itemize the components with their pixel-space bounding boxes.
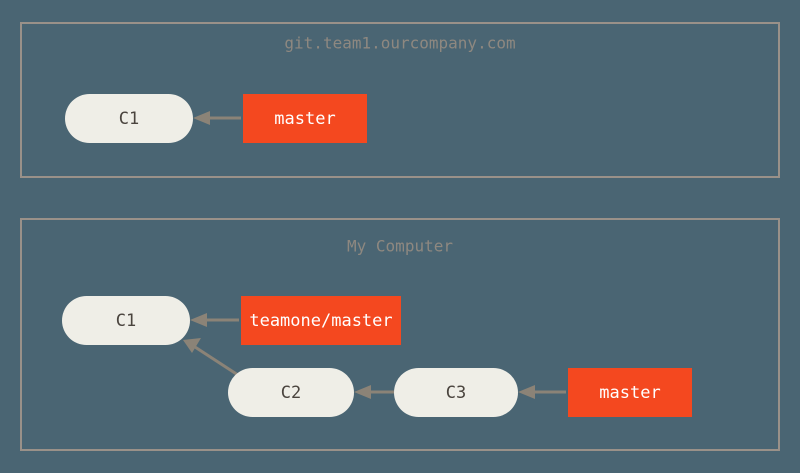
commit-node-bottom-c3[interactable]: C3	[394, 368, 518, 417]
local-computer-panel-border	[20, 218, 780, 451]
branch-label-top-master[interactable]: master	[243, 94, 367, 143]
edge-teamone-master-to-c1-arrowhead	[190, 313, 207, 327]
commit-node-top-c1[interactable]: C1	[65, 94, 193, 143]
edge-c3-to-c2-arrowhead	[354, 385, 371, 399]
edge-bottom-master-to-c3-arrowhead	[518, 385, 535, 399]
remote-server-panel-border	[20, 22, 780, 178]
edge-c3-to-c2	[354, 385, 394, 399]
branch-label-bottom-master-text: master	[599, 383, 660, 403]
local-computer-panel-title: My Computer	[347, 237, 453, 256]
branch-label-top-master-shape	[243, 94, 367, 143]
edge-c2-to-c1-arrowhead	[183, 338, 201, 353]
remote-server-panel-title: git.team1.ourcompany.com	[284, 34, 515, 53]
branch-label-teamone-master-shape	[241, 296, 401, 345]
edge-top-master-to-c1-arrowhead	[193, 111, 210, 125]
branch-label-top-master-text: master	[274, 109, 335, 129]
branch-label-bottom-master-shape	[568, 368, 692, 417]
commit-node-bottom-c3-shape	[394, 368, 518, 417]
commit-node-bottom-c2-shape	[228, 368, 354, 417]
branch-label-teamone-master-text: teamone/master	[249, 311, 392, 331]
commit-node-top-c1-shape	[65, 94, 193, 143]
branch-label-teamone-master[interactable]: teamone/master	[241, 296, 401, 345]
branch-label-bottom-master[interactable]: master	[568, 368, 692, 417]
commit-node-bottom-c1[interactable]: C1	[62, 296, 190, 345]
edge-top-master-to-c1	[193, 111, 241, 125]
remote-server-panel: git.team1.ourcompany.com C1 master	[20, 22, 780, 178]
commit-node-bottom-c3-label: C3	[446, 383, 466, 403]
local-computer-panel: My Computer C1 teamone/master	[20, 218, 780, 451]
commit-node-bottom-c1-label: C1	[116, 311, 136, 331]
edge-teamone-master-to-c1	[190, 313, 239, 327]
edge-bottom-master-to-c3	[518, 385, 566, 399]
edge-c2-to-c1	[183, 338, 239, 377]
commit-node-bottom-c2-label: C2	[281, 383, 301, 403]
commit-node-top-c1-label: C1	[119, 109, 139, 129]
commit-node-bottom-c2[interactable]: C2	[228, 368, 354, 417]
edge-c2-to-c1-line	[194, 345, 239, 377]
commit-node-bottom-c1-shape	[62, 296, 190, 345]
